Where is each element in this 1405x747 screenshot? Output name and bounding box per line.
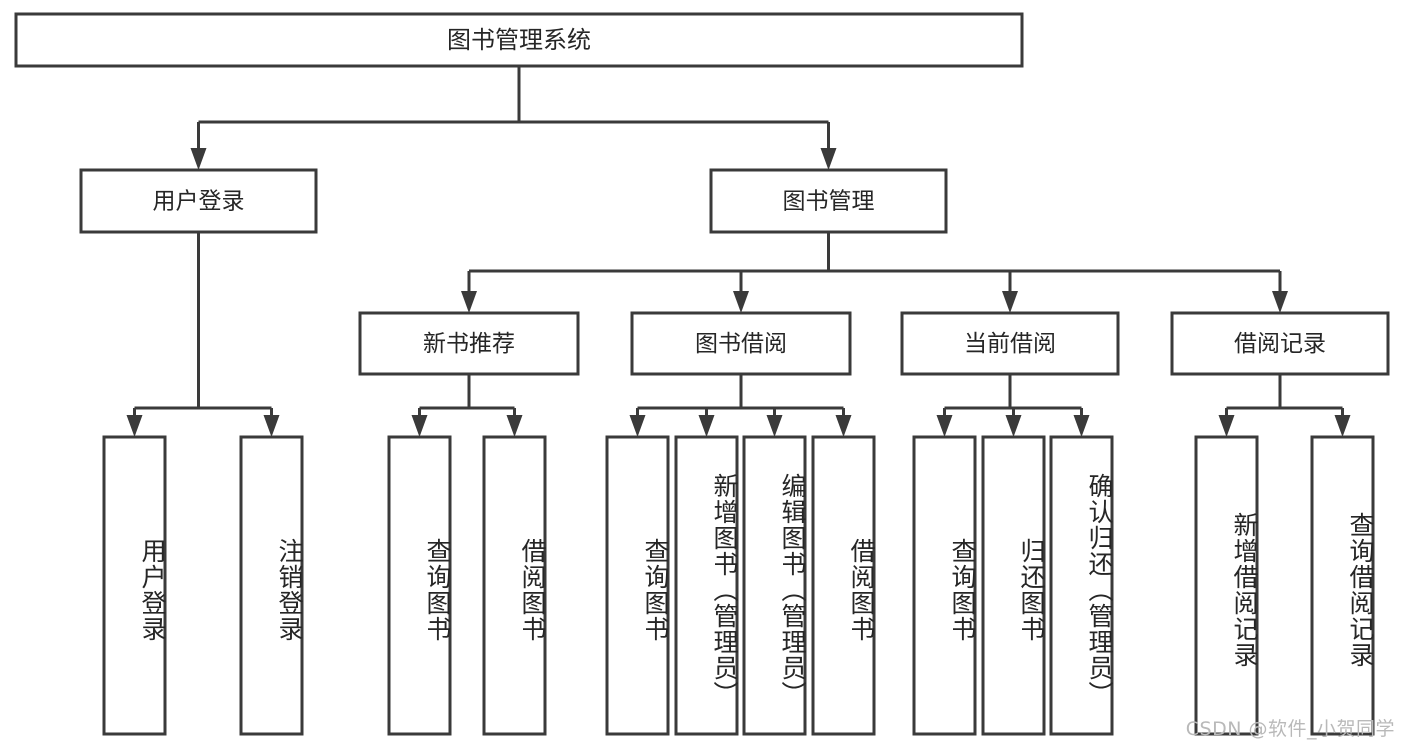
node-box[interactable] — [605, 435, 670, 736]
node-用户登录[interactable] — [79, 168, 318, 234]
arrow-head-icon — [1272, 291, 1288, 313]
arrow-head-icon — [263, 415, 280, 437]
node-box[interactable] — [742, 435, 807, 736]
arrow-head-icon — [411, 415, 428, 437]
node-图书管理[interactable] — [709, 168, 948, 234]
arrow-head-icon — [698, 415, 715, 437]
node-查询图书[interactable] — [387, 435, 452, 736]
arrow-head-icon — [461, 291, 477, 313]
node-借阅图书[interactable] — [482, 435, 547, 736]
node-label-用户登录: 用户登录 — [153, 189, 245, 215]
node-box[interactable] — [1194, 435, 1259, 736]
node-box[interactable] — [1310, 435, 1375, 736]
node-新增借阅记录[interactable] — [1194, 435, 1259, 736]
node-用户登录[interactable] — [102, 435, 167, 736]
node-借阅图书[interactable] — [811, 435, 876, 736]
node-box[interactable] — [900, 311, 1120, 376]
node-box[interactable] — [358, 311, 580, 376]
node-注销登录[interactable] — [239, 435, 304, 736]
node-box[interactable] — [482, 435, 547, 736]
arrow-head-icon — [506, 415, 523, 437]
arrow-head-icon — [190, 148, 207, 170]
node-box[interactable] — [239, 435, 304, 736]
node-图书管理系统[interactable] — [14, 12, 1024, 68]
node-归还图书[interactable] — [981, 435, 1046, 736]
node-label-当前借阅: 当前借阅 — [964, 331, 1056, 357]
node-box[interactable] — [811, 435, 876, 736]
node-box[interactable] — [14, 12, 1024, 68]
node-box[interactable] — [79, 168, 318, 234]
node-查询图书[interactable] — [912, 435, 977, 736]
boxes-layer — [14, 12, 1390, 736]
arrow-head-icon — [1005, 415, 1022, 437]
watermark: CSDN @软件_小贺同学 — [1185, 718, 1395, 740]
arrow-head-icon — [629, 415, 646, 437]
node-label-图书管理: 图书管理 — [783, 189, 875, 215]
arrow-head-icon — [1334, 415, 1351, 437]
connectors-layer — [126, 66, 1351, 437]
node-box[interactable] — [1170, 311, 1390, 376]
node-label-新书推荐: 新书推荐 — [423, 331, 515, 357]
arrow-head-icon — [820, 148, 837, 170]
node-box[interactable] — [1049, 435, 1114, 736]
node-查询图书[interactable] — [605, 435, 670, 736]
node-box[interactable] — [674, 435, 739, 736]
node-box[interactable] — [102, 435, 167, 736]
node-box[interactable] — [387, 435, 452, 736]
arrow-head-icon — [126, 415, 143, 437]
node-借阅记录[interactable] — [1170, 311, 1390, 376]
arrow-head-icon — [1073, 415, 1090, 437]
node-图书借阅[interactable] — [630, 311, 852, 376]
arrow-head-icon — [936, 415, 953, 437]
node-label-借阅记录: 借阅记录 — [1234, 331, 1326, 357]
node-查询借阅记录[interactable] — [1310, 435, 1375, 736]
node-box[interactable] — [981, 435, 1046, 736]
node-box[interactable] — [709, 168, 948, 234]
arrow-head-icon — [766, 415, 783, 437]
arrow-head-icon — [835, 415, 852, 437]
node-新增图书管理员[interactable] — [674, 435, 739, 736]
node-确认归还管理员[interactable] — [1049, 435, 1114, 736]
node-新书推荐[interactable] — [358, 311, 580, 376]
node-当前借阅[interactable] — [900, 311, 1120, 376]
node-box[interactable] — [912, 435, 977, 736]
node-编辑图书管理员[interactable] — [742, 435, 807, 736]
arrow-head-icon — [733, 291, 749, 313]
node-label-图书管理系统: 图书管理系统 — [447, 26, 591, 54]
node-label-图书借阅: 图书借阅 — [695, 331, 787, 357]
node-box[interactable] — [630, 311, 852, 376]
arrow-head-icon — [1002, 291, 1018, 313]
arrow-head-icon — [1218, 415, 1235, 437]
